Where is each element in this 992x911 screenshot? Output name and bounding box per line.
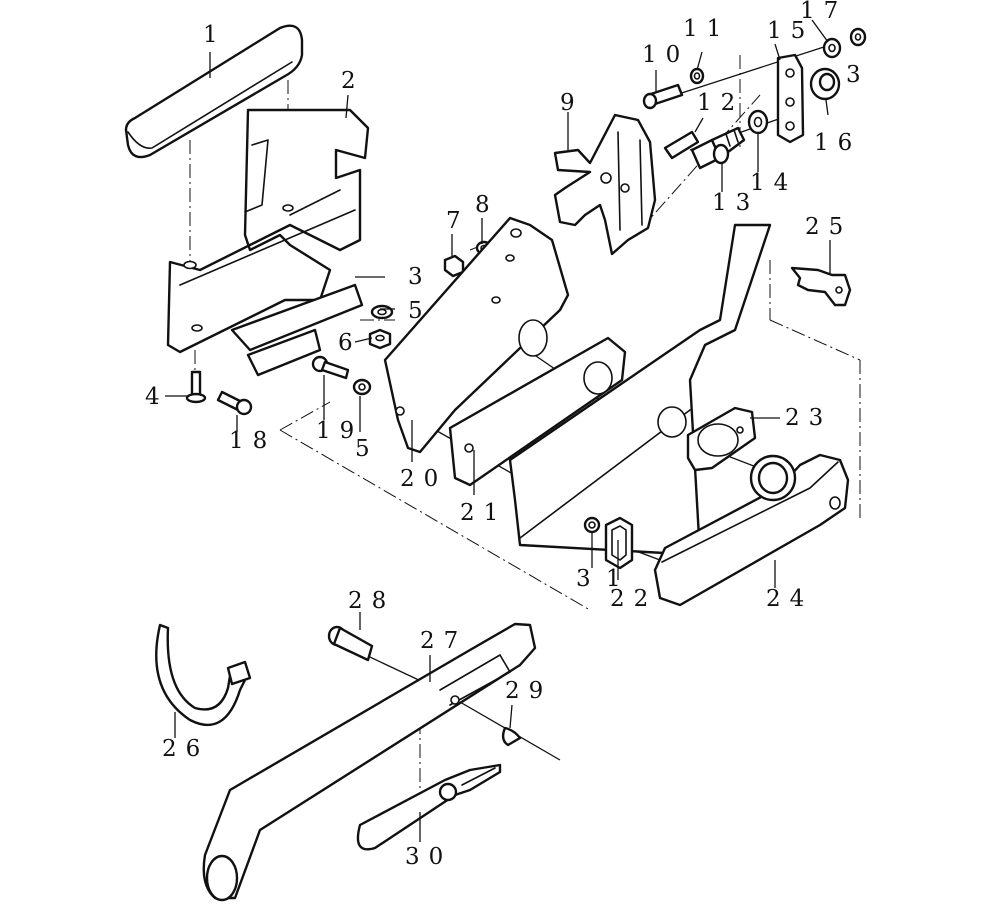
callout-29: 29: [505, 678, 552, 704]
bolt-4: [185, 370, 207, 404]
callout-11: 11: [683, 16, 730, 42]
key: [790, 266, 852, 307]
armrest-bracket: [166, 108, 370, 354]
callout-3-top: 3: [846, 62, 870, 88]
washer-5: [370, 304, 394, 320]
pin-12: [663, 130, 700, 160]
washer-14: [747, 109, 769, 135]
callout-2: 2: [341, 68, 365, 94]
callout-30: 30: [405, 844, 452, 870]
callout-16: 16: [814, 130, 861, 156]
callout-5b: 5: [355, 436, 379, 462]
nut-16: [809, 67, 841, 101]
small-gasket: [604, 516, 634, 570]
callout-5: 5: [408, 298, 432, 324]
callout-leaders: [165, 19, 831, 842]
callout-7: 7: [446, 208, 470, 234]
callout-8: 8: [475, 192, 499, 218]
washer-17: [822, 37, 842, 59]
callout-18: 18: [229, 428, 276, 454]
callout-10: 10: [642, 42, 689, 68]
callout-13: 13: [712, 190, 759, 216]
stud-13: [690, 126, 746, 170]
washer-3-top: [849, 27, 867, 47]
callout-3: 3: [408, 264, 432, 290]
callout-1-mid: 1: [606, 566, 630, 592]
door-handle: [653, 453, 850, 607]
armrest-pad: [124, 24, 304, 159]
mounting-plate: [383, 216, 570, 454]
screw-10: [642, 83, 684, 110]
callout-28: 28: [348, 588, 395, 614]
callout-20: 20: [400, 466, 447, 492]
callout-19: 19: [316, 418, 363, 444]
callout-24: 24: [766, 586, 813, 612]
callout-3-mid: 3: [576, 566, 600, 592]
plate: [230, 283, 364, 377]
callout-22: 22: [610, 586, 657, 612]
washer-11: [689, 67, 705, 85]
washer-3-mid: [583, 516, 601, 534]
release-lever: [356, 763, 502, 851]
callout-14: 14: [750, 170, 797, 196]
handle-gasket: [686, 406, 757, 472]
callout-26: 26: [162, 736, 209, 762]
callout-15: 15: [767, 18, 814, 44]
latch-bracket: [553, 113, 657, 256]
callout-25: 25: [805, 214, 852, 240]
callout-27: 27: [420, 628, 467, 654]
washer-5b: [352, 378, 372, 396]
strap: [155, 623, 252, 726]
gasket-plate: [448, 336, 627, 487]
callout-1: 1: [203, 22, 227, 48]
bolt-28: [327, 625, 374, 662]
callout-6: 6: [338, 330, 362, 356]
callout-4: 4: [145, 384, 169, 410]
callout-17: 17: [800, 0, 847, 24]
callout-labels: 1 2 3 4 5 6 7 8 9 10 11 12 13 14 15 16 1…: [145, 0, 870, 870]
lever: [202, 622, 537, 902]
plate-15: [776, 53, 805, 144]
callout-23: 23: [785, 405, 832, 431]
bolt-19: [311, 355, 350, 380]
callout-21: 21: [460, 500, 507, 526]
bolt-18: [216, 390, 253, 416]
callout-12: 12: [697, 90, 744, 116]
callout-9: 9: [560, 90, 584, 116]
clip-29: [501, 726, 522, 747]
nut-6: [368, 328, 392, 350]
